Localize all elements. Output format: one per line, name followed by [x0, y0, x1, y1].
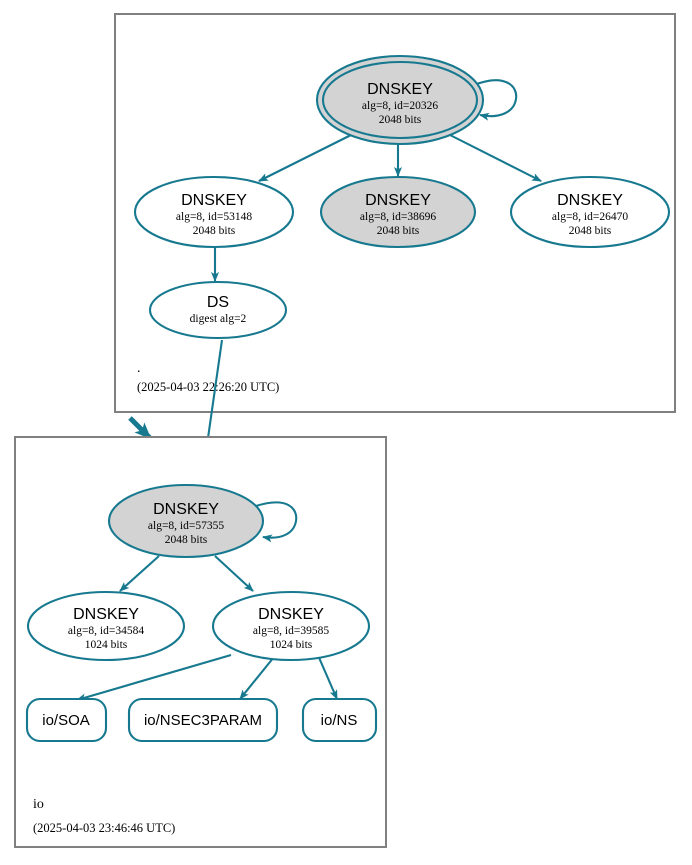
zone-container-root: DNSKEY alg=8, id=20326 2048 bits DNSKEY …: [114, 13, 676, 413]
node-label-size-34584: 1024 bits: [85, 639, 128, 651]
node-label-size-26470: 2048 bits: [569, 225, 612, 237]
node-label-alg-34584: alg=8, id=34584: [68, 625, 144, 637]
rrset-io-soa[interactable]: io/SOA: [25, 697, 108, 743]
node-ds-root[interactable]: DS digest alg=2: [148, 280, 288, 340]
node-label-type-34584: DNSKEY: [73, 606, 139, 623]
node-label-type-57355: DNSKEY: [153, 501, 219, 518]
edge-io-zsk-39585-to-nsec3param: [239, 656, 275, 700]
node-label-type-26470: DNSKEY: [557, 192, 623, 209]
node-label-type-ds: DS: [207, 294, 229, 311]
node-label-type-53148: DNSKEY: [181, 192, 247, 209]
zone-label-root: .: [137, 361, 141, 376]
node-label-size-38696: 2048 bits: [377, 225, 420, 237]
node-dnskey-26470[interactable]: DNSKEY alg=8, id=26470 2048 bits: [509, 175, 671, 249]
node-label-type-20326: DNSKEY: [367, 81, 433, 98]
zone-timestamp-io: (2025-04-03 23:46:46 UTC): [33, 821, 175, 835]
node-shape-53148: [133, 175, 295, 249]
node-label-type-38696: DNSKEY: [365, 192, 431, 209]
node-shape-26470: [509, 175, 671, 249]
edge-self-sign-io-ksk: [255, 501, 298, 543]
rrset-shape-io-nsec3param: [127, 697, 279, 743]
node-dnskey-53148[interactable]: DNSKEY alg=8, id=53148 2048 bits: [133, 175, 295, 249]
node-label-size-20326: 2048 bits: [379, 114, 422, 126]
node-label-digest-ds: digest alg=2: [190, 313, 247, 325]
node-label-alg-20326: alg=8, id=20326: [362, 100, 438, 112]
rrset-shape-io-ns: [301, 697, 378, 743]
node-shape-38696: [319, 175, 477, 249]
node-dnskey-38696[interactable]: DNSKEY alg=8, id=38696 2048 bits: [319, 175, 477, 249]
node-label-size-53148: 2048 bits: [193, 225, 236, 237]
rrset-shape-io-soa: [25, 697, 108, 743]
rrset-label-io-soa: io/SOA: [42, 712, 90, 729]
node-label-alg-57355: alg=8, id=57355: [148, 520, 224, 532]
edge-root-ksk-to-zsk-26470: [449, 134, 542, 182]
node-shape-inner-20326: [321, 60, 479, 140]
rrset-io-ns[interactable]: io/NS: [301, 697, 378, 743]
node-label-alg-39585: alg=8, id=39585: [253, 625, 329, 637]
node-dnskey-20326[interactable]: DNSKEY alg=8, id=20326 2048 bits: [315, 54, 485, 146]
edge-io-ksk-to-zsk-34584: [119, 555, 160, 592]
zone-timestamp-root: (2025-04-03 22:26:20 UTC): [137, 380, 279, 394]
edge-self-sign-root-ksk: [473, 79, 518, 121]
node-label-alg-53148: alg=8, id=53148: [176, 211, 252, 223]
node-label-alg-26470: alg=8, id=26470: [552, 211, 628, 223]
node-label-type-39585: DNSKEY: [258, 606, 324, 623]
edge-group-root: [211, 79, 542, 282]
edge-io-zsk-39585-to-soa: [76, 653, 232, 702]
rrset-label-io-nsec3param: io/NSEC3PARAM: [144, 712, 262, 729]
node-shape-57355: [107, 483, 265, 559]
rrset-label-io-ns: io/NS: [321, 712, 358, 729]
edge-group-io: [76, 501, 338, 702]
node-shape-39585: [211, 590, 371, 662]
node-shape-34584: [26, 590, 186, 662]
node-dnskey-39585[interactable]: DNSKEY alg=8, id=39585 1024 bits: [211, 590, 371, 662]
node-label-size-57355: 2048 bits: [165, 534, 208, 546]
node-dnskey-34584[interactable]: DNSKEY alg=8, id=34584 1024 bits: [26, 590, 186, 662]
zone-container-io: DNSKEY alg=8, id=57355 2048 bits DNSKEY …: [14, 436, 387, 848]
edge-io-zsk-39585-to-ns: [316, 652, 338, 700]
edge-io-ksk-to-zsk-39585: [214, 555, 254, 592]
node-shape-ds: [148, 280, 288, 340]
node-label-size-39585: 1024 bits: [270, 639, 313, 651]
edge-delegation-marker: [128, 416, 152, 440]
node-dnskey-57355[interactable]: DNSKEY alg=8, id=57355 2048 bits: [107, 483, 265, 559]
node-label-alg-38696: alg=8, id=38696: [360, 211, 436, 223]
zone-label-io: io: [33, 797, 44, 812]
rrset-io-nsec3param[interactable]: io/NSEC3PARAM: [127, 697, 279, 743]
edge-root-ksk-to-zsk-53148: [258, 134, 352, 182]
